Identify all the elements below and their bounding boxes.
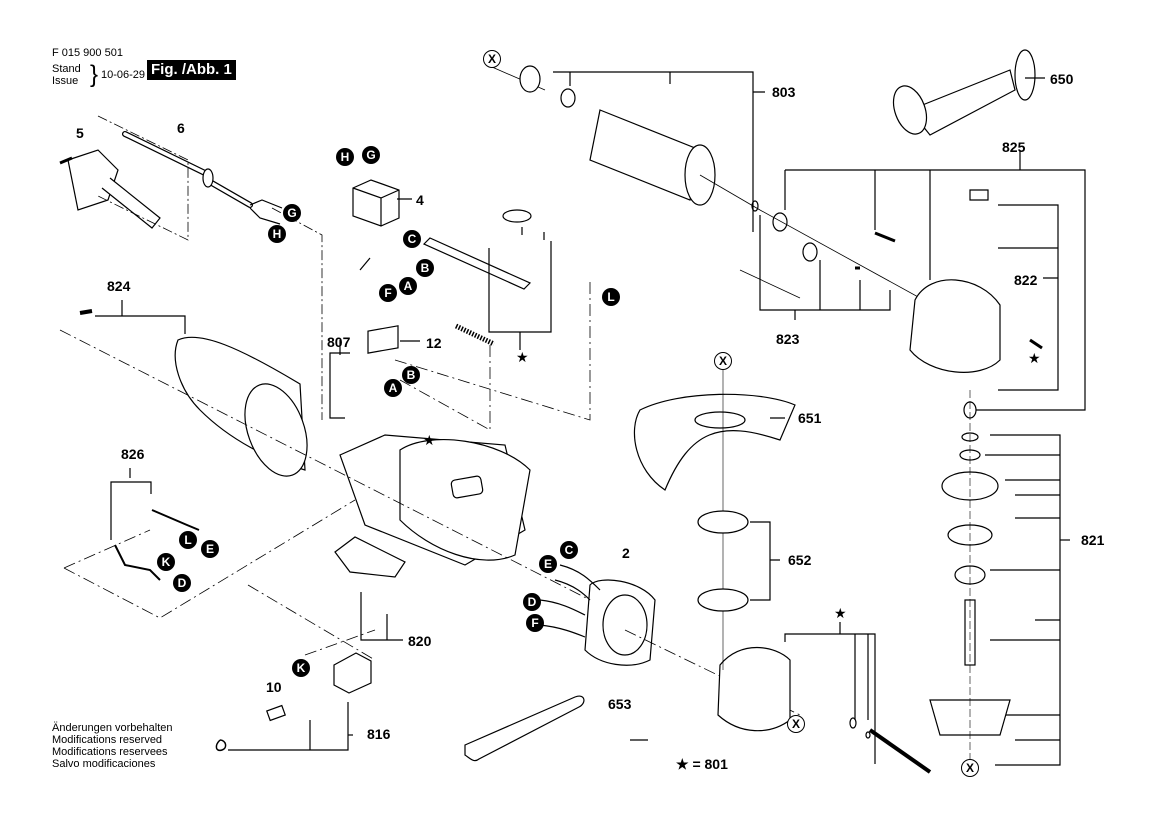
connector-C-field: C xyxy=(560,541,578,559)
part-label-652: 652 xyxy=(788,552,812,568)
part-label-12: 12 xyxy=(426,335,442,351)
part-label-653: 653 xyxy=(608,696,632,712)
part-label-803: 803 xyxy=(772,84,796,100)
modification-notes: Änderungen vorbehalten Modifications res… xyxy=(52,722,172,770)
connector-C: C xyxy=(403,230,421,248)
part-label-2: 2 xyxy=(622,545,630,561)
connector-A-supp: A xyxy=(384,379,402,397)
figure-label: Fig. /Abb. 1 xyxy=(147,60,236,80)
connector-L-826: L xyxy=(179,531,197,549)
connector-B: B xyxy=(416,259,434,277)
connector-D-826: D xyxy=(173,574,191,592)
star-legend: ★ = 801 xyxy=(676,756,728,772)
connector-F-field: F xyxy=(526,614,544,632)
note-fr: Modifications reservees xyxy=(52,746,168,758)
connector-G-cable: G xyxy=(283,204,301,222)
note-en: Modifications reserved xyxy=(52,734,163,746)
note-de: Änderungen vorbehalten xyxy=(52,722,173,734)
part-label-651: 651 xyxy=(798,410,822,426)
part-label-807: 807 xyxy=(327,334,351,350)
connector-H-cable: H xyxy=(268,225,286,243)
connector-F: F xyxy=(379,284,397,302)
armature xyxy=(491,65,788,232)
connector-B-supp: B xyxy=(402,366,420,384)
field-coil xyxy=(539,564,656,666)
cable-part xyxy=(122,131,283,225)
part-label-821: 821 xyxy=(1081,532,1105,548)
housing-cap xyxy=(174,336,308,477)
connector-A: A xyxy=(399,277,417,295)
part-label-6: 6 xyxy=(177,120,185,136)
switch-part xyxy=(352,179,400,227)
part-label-816: 816 xyxy=(367,726,391,742)
connector-L-brush: L xyxy=(602,288,620,306)
connector-D-field: D xyxy=(523,593,541,611)
connector-H: H xyxy=(336,148,354,166)
connector-G: G xyxy=(362,146,380,164)
issue-label: Issue xyxy=(52,75,79,87)
star-marker-gearhead: ★ xyxy=(1028,350,1041,366)
star-marker-flange: ★ xyxy=(834,605,847,621)
star-marker-housing: ★ xyxy=(423,432,436,448)
part-label-4: 4 xyxy=(416,192,424,208)
slider-part xyxy=(422,237,532,290)
part-label-826: 826 xyxy=(121,446,145,462)
brace-icon: } xyxy=(90,61,99,88)
connector-E-826: E xyxy=(201,540,219,558)
stand-label: Stand xyxy=(52,63,81,75)
part-label-824: 824 xyxy=(107,278,131,294)
part-label-650: 650 xyxy=(1050,71,1074,87)
part-label-825: 825 xyxy=(1002,139,1026,155)
part-label-5: 5 xyxy=(76,125,84,141)
part-number: F 015 900 501 xyxy=(52,47,123,59)
connector-X-guard: X xyxy=(714,352,732,370)
star-marker-switch: ★ xyxy=(516,349,529,365)
connector-X-armature: X xyxy=(483,50,501,68)
part-label-822: 822 xyxy=(1014,272,1038,288)
note-es: Salvo modificaciones xyxy=(52,758,156,770)
connector-X-gearhead: X xyxy=(961,759,979,777)
connector-E-field: E xyxy=(539,555,557,573)
connector-K-826: K xyxy=(157,553,175,571)
motor-housing xyxy=(339,434,531,566)
connector-X-flange: X xyxy=(787,715,805,733)
issue-date: 10-06-29 xyxy=(101,69,146,81)
part-label-10: 10 xyxy=(266,679,282,695)
plug-part xyxy=(59,149,161,229)
part-label-823: 823 xyxy=(776,331,800,347)
connector-K-816: K xyxy=(292,659,310,677)
part-label-820: 820 xyxy=(408,633,432,649)
